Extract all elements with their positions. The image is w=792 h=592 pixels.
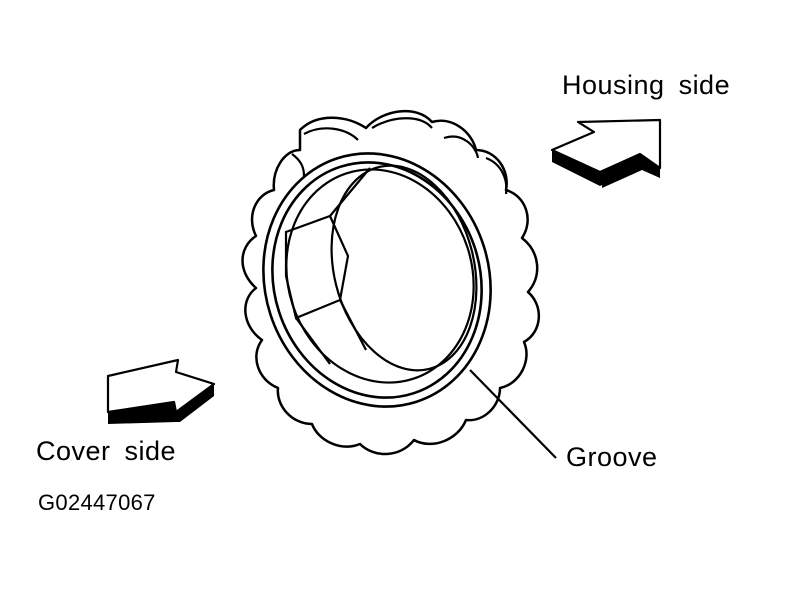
hub-groove-ring	[271, 161, 483, 399]
groove-label: Groove	[566, 442, 658, 472]
hub-hex-flats	[284, 167, 371, 365]
figure-id: G02447067	[38, 490, 156, 515]
cover-side-label: Cover side	[36, 436, 177, 466]
housing-arrow-icon	[550, 118, 662, 188]
cover-arrow-icon	[106, 358, 216, 424]
housing-side-label: Housing side	[562, 70, 731, 100]
groove-leader-line	[469, 369, 557, 459]
hub-back-face	[330, 164, 478, 372]
sprocket-tooth-tops	[291, 117, 508, 195]
